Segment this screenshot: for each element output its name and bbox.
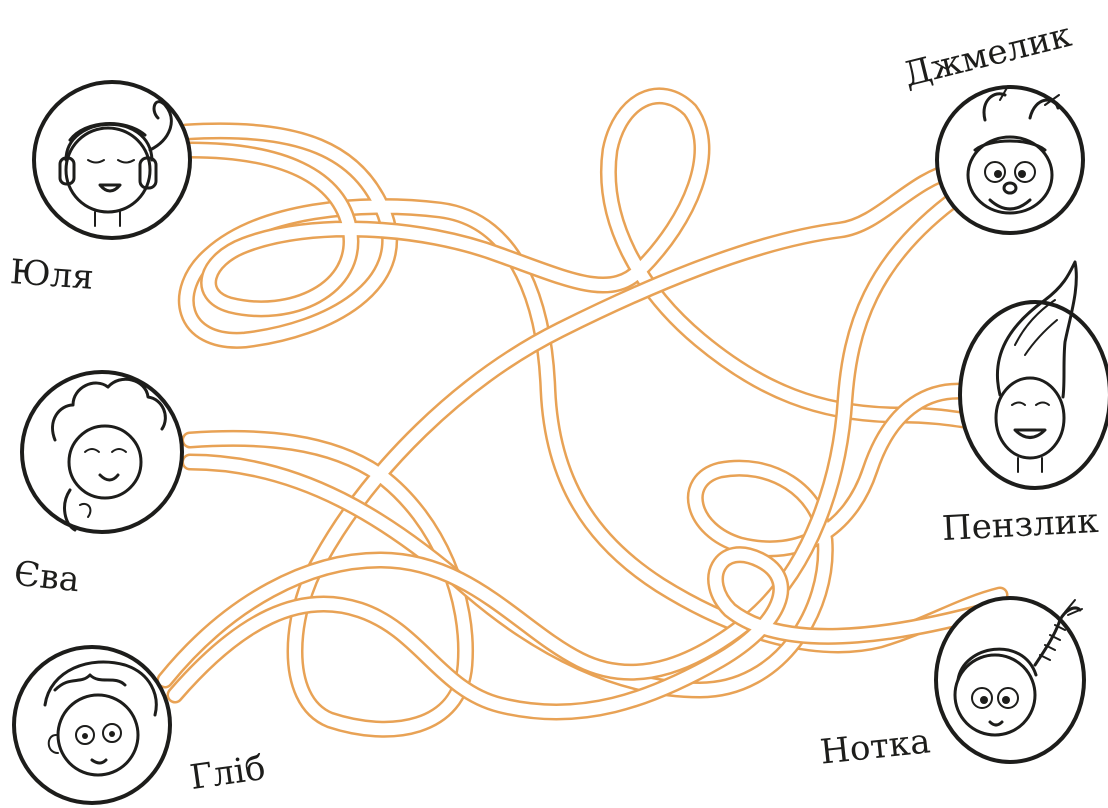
portrait-penzlyk[interactable] (960, 262, 1108, 488)
portrait-notka[interactable] (936, 598, 1084, 762)
portrait-yulia[interactable] (34, 82, 190, 238)
label-penzlyk: Пензлик (941, 504, 1099, 546)
portrait-yeva[interactable] (22, 372, 182, 532)
portrait-dzhmelyk[interactable] (937, 86, 1083, 233)
label-yulia: Юля (9, 255, 95, 295)
portrait-hlib[interactable] (14, 647, 170, 803)
label-hlib: Гліб (188, 751, 267, 795)
label-yeva: Єва (12, 557, 81, 598)
maze-paths (165, 96, 1000, 729)
label-notka: Нотка (819, 724, 932, 769)
